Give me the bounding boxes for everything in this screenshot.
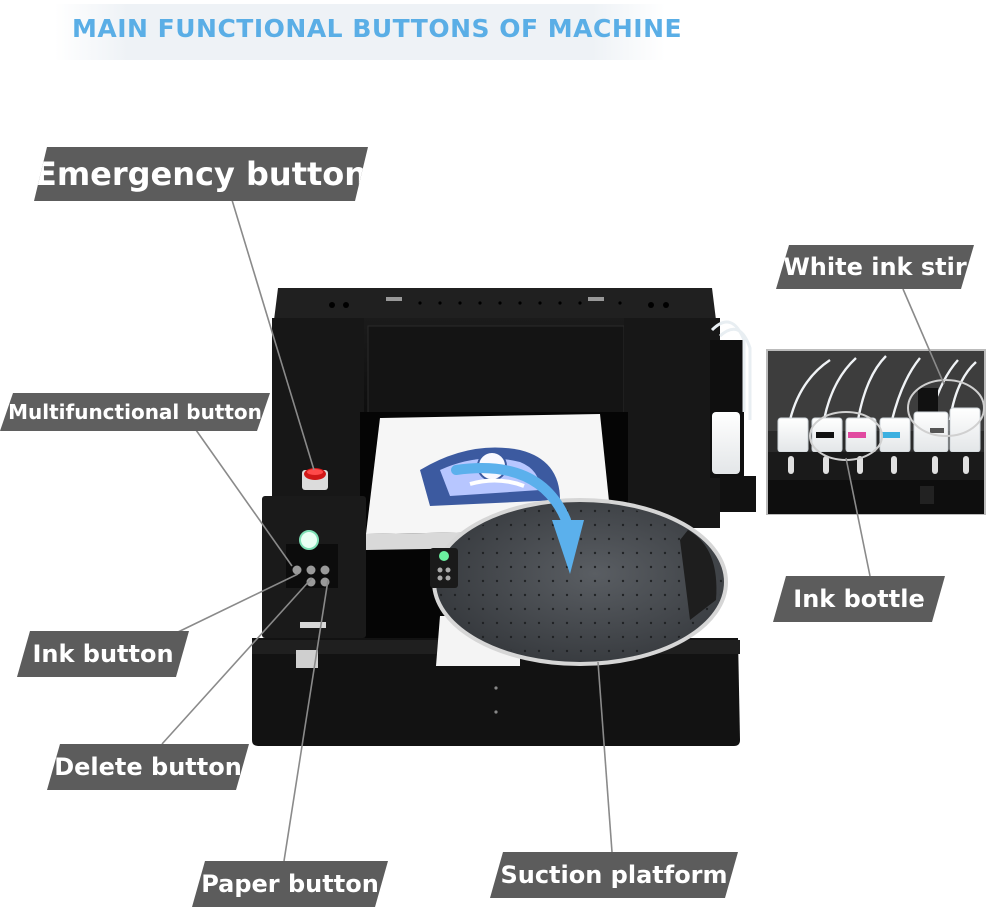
- callout-multifunctional-button: Multifunctional button: [0, 393, 270, 431]
- blue-arrow-graphic: [451, 463, 584, 574]
- callout-label: Ink bottle: [793, 585, 925, 613]
- callout-label: White ink stir: [783, 253, 967, 281]
- callout-label: Ink button: [32, 640, 174, 668]
- callout-ink-button: Ink button: [17, 631, 189, 677]
- page-title: MAIN FUNCTIONAL BUTTONS OF MACHINE: [72, 14, 683, 43]
- callout-delete-button: Delete button: [47, 744, 249, 790]
- callout-label: Paper button: [201, 870, 379, 898]
- callout-white-ink-stir: White ink stir: [776, 245, 974, 289]
- callout-label: Delete button: [54, 753, 242, 781]
- suction-platform-zoom: [430, 498, 728, 666]
- callout-paper-button: Paper button: [192, 861, 388, 907]
- title-banner: [55, 4, 665, 60]
- callout-label: Suction platform: [500, 861, 728, 889]
- leader-lines: [161, 199, 945, 862]
- callout-ink-bottle: Ink bottle: [773, 576, 945, 622]
- callout-label: Emergency button: [34, 155, 368, 193]
- ink-bottle-inset: [766, 349, 986, 515]
- callout-label: Multifunctional button: [8, 400, 262, 424]
- callout-suction-platform: Suction platform: [490, 852, 738, 898]
- callout-emergency-button: Emergency button: [34, 147, 368, 201]
